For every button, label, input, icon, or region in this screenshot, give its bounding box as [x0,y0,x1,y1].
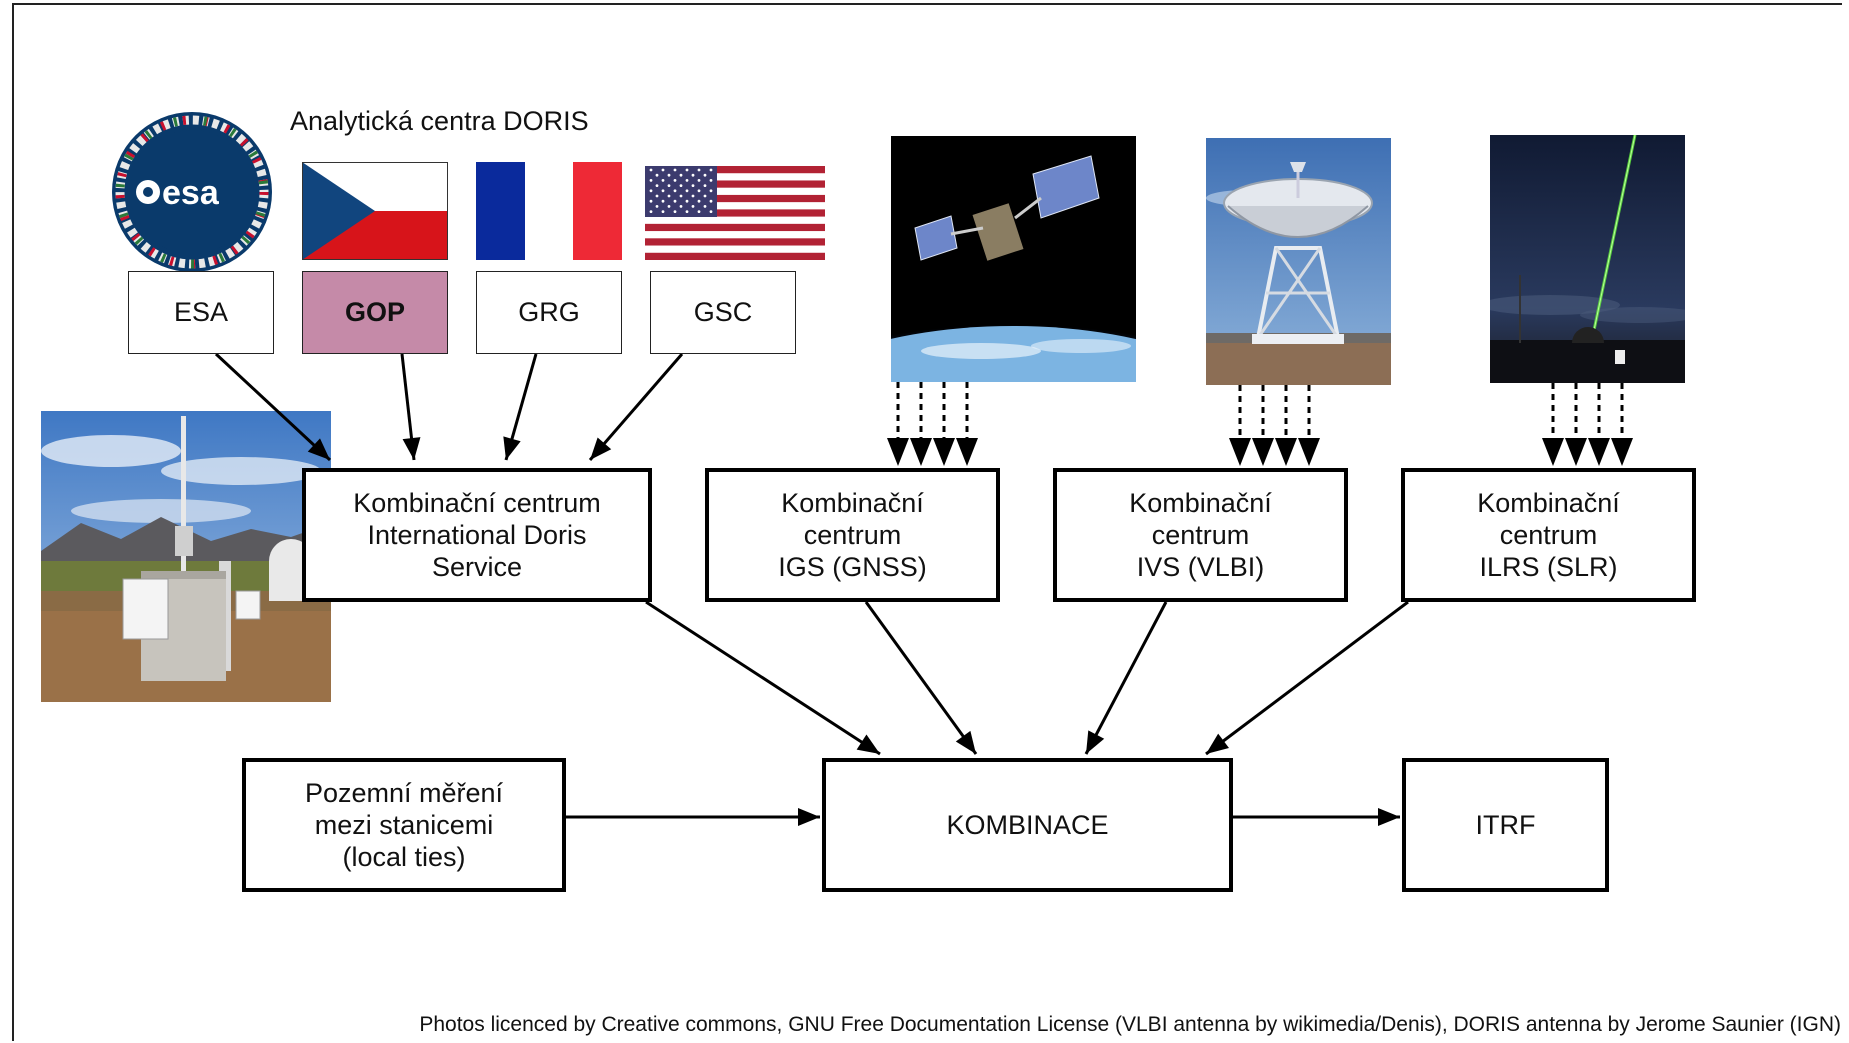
arrow-kombinace-to-itrf-head [1378,808,1400,826]
itrf-box: ITRF [1402,758,1609,892]
dotted-arrow-ivs-2-head [1252,438,1274,466]
combination-center-ids: Kombinační centrum International Doris S… [302,468,652,602]
analysis-center-gsc: GSC [650,271,796,354]
arrow-ids-to-kombinace [645,600,881,756]
arrow-esa-to-ids-head [307,438,330,460]
doris-analysis-centers-title: Analytická centra DORIS [290,106,589,136]
dotted-arrow-ivs-1-head [1229,438,1251,466]
esa-logo-text: esa [162,174,220,212]
dotted-arrow-ilrs-3-head [1588,438,1610,466]
dotted-arrow-ilrs-1-head [1542,438,1564,466]
combination-center-igs: Kombinační centrum IGS (GNSS) [705,468,1000,602]
us-flag-icon [645,166,825,260]
analysis-center-gop: GOP [302,271,448,354]
arrow-gsc-to-ids [588,353,684,461]
dotted-arrow-ilrs-2-head [1565,438,1587,466]
vlbi-antenna-photo [1206,138,1391,385]
analysis-center-grg: GRG [476,271,622,354]
dotted-arrow-igs-4-head [956,438,978,466]
photo-credit: Photos licenced by Creative commons, GNU… [419,1013,1841,1036]
arrow-ids-to-kombinace-head [856,734,880,754]
arrow-ivs-to-kombinace-head [1086,730,1105,754]
dotted-arrow-igs-2-head [910,438,932,466]
combination-center-ilrs: Kombinační centrum ILRS (SLR) [1401,468,1696,602]
combination-center-ivs: Kombinační centrum IVS (VLBI) [1053,468,1348,602]
arrow-ilrs-to-kombinace [1205,600,1409,756]
french-flag-icon [476,162,622,260]
arrow-esa-to-ids [214,352,332,462]
arrow-ilrs-to-kombinace-head [1206,733,1229,754]
arrow-igs-to-kombinace-head [955,730,976,754]
dotted-arrow-ivs-4-head [1298,438,1320,466]
arrow-igs-to-kombinace [864,601,978,755]
czech-flag-icon [302,162,448,260]
gnss-satellite-photo [891,136,1136,382]
slr-laser-photo [1490,135,1685,383]
arrow-gsc-to-ids-head [590,437,612,460]
arrow-local-ties-to-kombinace-head [798,808,820,826]
arrow-grg-to-ids-head [503,436,521,460]
esa-logo-icon: esa [112,112,272,272]
arrow-ivs-to-kombinace [1084,601,1168,755]
local-ties-box: Pozemní měření mezi stanicemi (local tie… [242,758,566,892]
analysis-center-esa: ESA [128,271,274,354]
doris-antenna-photo [41,411,331,702]
kombinace-box: KOMBINACE [822,758,1233,892]
dotted-arrow-igs-3-head [933,438,955,466]
dotted-arrow-ilrs-4-head [1611,438,1633,466]
arrow-gop-to-ids-head [402,437,421,460]
dotted-arrow-igs-1-head [887,438,909,466]
dotted-arrow-ivs-3-head [1275,438,1297,466]
frame-border [12,3,1842,1041]
